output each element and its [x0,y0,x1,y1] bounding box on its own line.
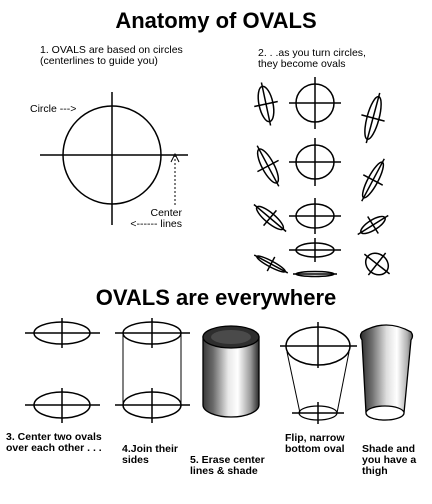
step4-caption: 4.Join their sides [122,443,179,466]
step3-caption: 3. Center two ovals over each other . . … [6,431,102,454]
center-lines-arrow [170,152,180,205]
center-lines-label: Center <------ lines [130,207,182,230]
step4-joined-ovals [115,318,190,423]
step1-caption: 1. OVALS are based on circles (centerlin… [40,44,183,67]
circle-label: Circle ---> [30,103,77,115]
step6-caption: Flip, narrow bottom oval [285,432,345,455]
turning-ovals-grid [253,77,391,278]
title-anatomy-of-ovals: Anatomy of OVALS [115,8,317,33]
step2-caption: 2. . .as you turn circles, they become o… [258,47,366,70]
step7-shaded-thigh [359,324,414,421]
step3-two-ovals [25,318,100,423]
step6-flipped-ovals [280,322,357,424]
big-circle-with-centerlines [40,92,188,225]
step7-caption: Shade and you have a thigh [362,443,417,477]
title-ovals-everywhere: OVALS are everywhere [95,285,337,310]
step5-caption: 5. Erase center lines & shade [190,454,265,477]
step5-shaded-cylinder [202,325,260,418]
